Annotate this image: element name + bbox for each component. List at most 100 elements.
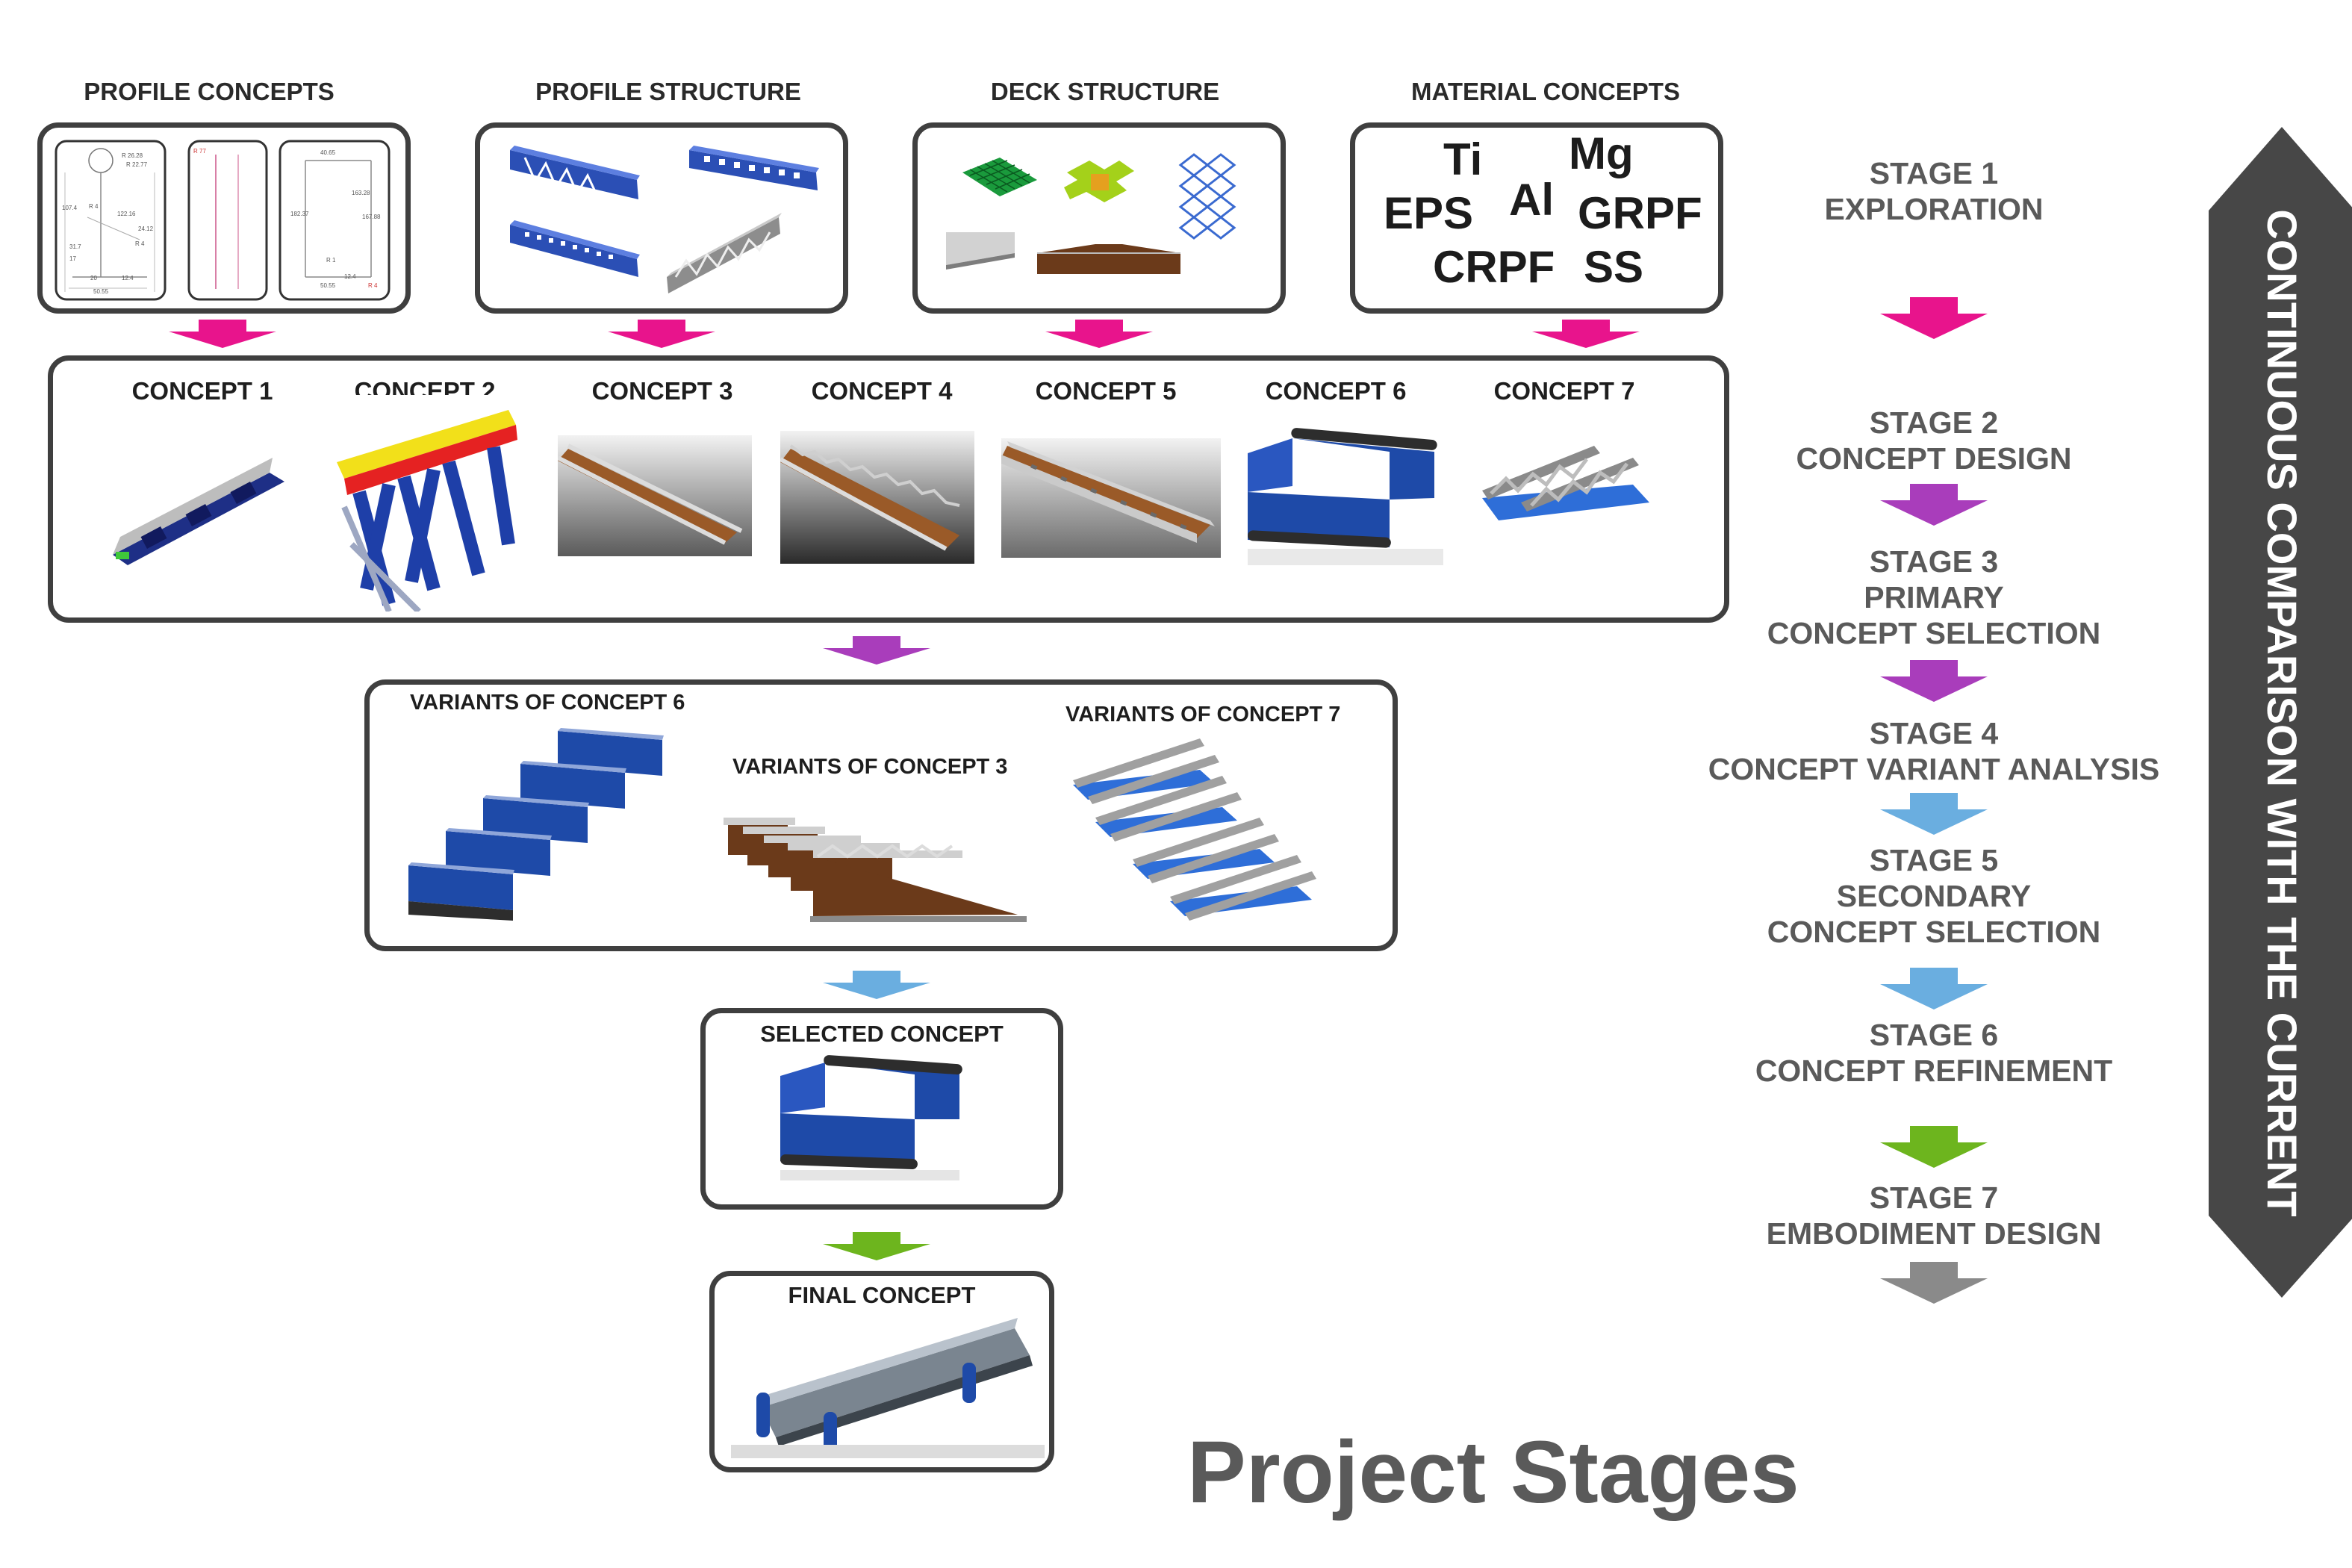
dim-label: R 26.28 [122, 152, 143, 159]
variants-concept-6-render [408, 728, 664, 921]
dim-label: 50.55 [93, 288, 109, 295]
stage-4-number: STAGE 4 [1869, 716, 1999, 750]
concept-label-4: CONCEPT 4 [811, 377, 953, 405]
stage-arrow-green [1880, 1126, 1988, 1168]
material-ss: SS [1584, 242, 1644, 292]
dim-label: 50.55 [320, 282, 336, 289]
dim-label: 17 [69, 255, 76, 262]
material-eps: EPS [1384, 188, 1474, 238]
arrow-down-magenta [1532, 320, 1640, 348]
source-title-deck-structure: DECK STRUCTURE [990, 78, 1220, 105]
profile-structure-renders [510, 146, 819, 293]
material-ti: Ti [1443, 134, 1483, 184]
stage-arrow-magenta [1880, 297, 1988, 339]
dim-label: R 4 [89, 203, 99, 210]
concept-label-6: CONCEPT 6 [1265, 377, 1407, 405]
stage-3-number: STAGE 3 [1869, 544, 1999, 579]
stage-4-title: CONCEPT VARIANT ANALYSIS [1708, 752, 2160, 786]
stage-3-subtitle: CONCEPT SELECTION [1767, 616, 2101, 650]
selected-concept-render [780, 1055, 962, 1180]
continuous-comparison-text: CONTINUOUS COMPARISON WITH THE CURRENT [2259, 209, 2306, 1217]
dim-label: 40.65 [320, 149, 336, 156]
arrow-down-light-blue [823, 971, 930, 999]
stage-6-number: STAGE 6 [1869, 1018, 1999, 1052]
stage-1-number: STAGE 1 [1869, 156, 1999, 190]
arrow-down-magenta [169, 320, 276, 348]
stage-4: STAGE 4 CONCEPT VARIANT ANALYSIS [1643, 715, 2225, 787]
stage-2-number: STAGE 2 [1869, 405, 1999, 440]
material-crpf: CRPF [1433, 242, 1555, 292]
arrow-down-magenta [608, 320, 715, 348]
deck-structure-box [912, 122, 1286, 314]
final-concept-render [731, 1318, 1045, 1458]
dim-label: R 4 [368, 282, 378, 289]
dim-label: R 22.77 [126, 161, 148, 168]
stage-3-title: PRIMARY [1864, 580, 2004, 615]
deck-structure-renders [946, 153, 1236, 274]
variants-box: VARIANTS OF CONCEPT 6 VARIANTS OF CONCEP… [364, 679, 1398, 951]
stage-1: STAGE 1 EXPLORATION [1643, 155, 2225, 227]
dim-label: 122.16 [117, 211, 136, 217]
concept-label-5: CONCEPT 5 [1035, 377, 1177, 405]
variants-concept-3-label: VARIANTS OF CONCEPT 3 [732, 755, 1008, 779]
stage-7: STAGE 7 EMBODIMENT DESIGN [1643, 1180, 2225, 1251]
selected-concept-label: SELECTED CONCEPT [760, 1021, 1004, 1047]
variants-concept-6-label: VARIANTS OF CONCEPT 6 [410, 691, 685, 715]
material-mg: Mg [1569, 128, 1634, 178]
stage-arrow-grey [1880, 1262, 1988, 1304]
concepts-box: CONCEPT 1 CONCEPT 2 CONCEPT 3 CONCEPT 4 … [48, 355, 1729, 623]
continuous-comparison-banner [2209, 127, 2352, 1298]
stage-2: STAGE 2 CONCEPT DESIGN [1643, 405, 2225, 476]
dim-label: R 4 [135, 240, 145, 247]
dim-label: 167.88 [362, 214, 381, 220]
variants-concept-7-label: VARIANTS OF CONCEPT 7 [1065, 703, 1341, 727]
concept-label-1: CONCEPT 1 [131, 377, 273, 405]
stage-arrow-purple [1880, 484, 1988, 526]
selected-concept-box: SELECTED CONCEPT [700, 1008, 1063, 1210]
stage-5-title: SECONDARY [1836, 879, 2032, 913]
concept-3-render [558, 435, 752, 556]
material-grpf: GRPF [1578, 188, 1702, 238]
source-title-profile-structure: PROFILE STRUCTURE [535, 78, 801, 105]
variants-concept-7-render [1073, 738, 1316, 921]
arrow-down-green [823, 1232, 930, 1260]
dim-label: 107.4 [62, 205, 78, 211]
dim-label: 12.4 [122, 275, 134, 281]
concept-1-render [98, 443, 292, 570]
stage-2-title: CONCEPT DESIGN [1796, 441, 2072, 476]
stage-5: STAGE 5 SECONDARY CONCEPT SELECTION [1643, 842, 2225, 950]
material-al: Al [1509, 175, 1554, 225]
stage-arrow-light-blue [1880, 968, 1988, 1009]
profile-concepts-box: R 26.28 R 22.77 R 4 107.4 122.16 24.12 3… [37, 122, 411, 314]
project-stages-title: Project Stages [1187, 1423, 1799, 1522]
final-concept-label: FINAL CONCEPT [788, 1282, 976, 1308]
stage-6-title: CONCEPT REFINEMENT [1755, 1054, 2113, 1088]
stage-3: STAGE 3 PRIMARY CONCEPT SELECTION [1643, 544, 2225, 651]
profile-drawings: R 26.28 R 22.77 R 4 107.4 122.16 24.12 3… [55, 140, 391, 301]
source-title-profile-concepts: PROFILE CONCEPTS [84, 78, 335, 105]
dim-label: 163.28 [352, 190, 370, 196]
dim-label: 31.7 [69, 243, 81, 250]
stage-5-subtitle: CONCEPT SELECTION [1767, 915, 2101, 949]
concept-7-render [1476, 431, 1658, 565]
dim-label: R 1 [326, 257, 336, 264]
arrow-down-magenta [1045, 320, 1153, 348]
dim-label: 182.37 [290, 211, 309, 217]
final-concept-box: FINAL CONCEPT [709, 1271, 1054, 1472]
stage-7-title: EMBODIMENT DESIGN [1766, 1216, 2102, 1251]
concept-2-render [322, 395, 523, 612]
arrow-down-purple [823, 636, 930, 665]
concept-6-render [1248, 423, 1443, 565]
concept-label-7: CONCEPT 7 [1493, 377, 1635, 405]
stage-1-title: EXPLORATION [1824, 192, 2044, 226]
concept-5-render [1001, 438, 1221, 558]
variants-concept-3-render [724, 818, 1027, 922]
stage-6: STAGE 6 CONCEPT REFINEMENT [1643, 1017, 2225, 1089]
dim-label: R 77 [193, 148, 206, 155]
stage-arrow-purple [1880, 660, 1988, 702]
concept-4-render [780, 431, 974, 564]
stage-5-number: STAGE 5 [1869, 843, 1999, 877]
dim-label: 12.4 [344, 273, 356, 280]
material-concepts-box: Ti Mg EPS Al GRPF CRPF SS [1350, 122, 1723, 314]
dim-label: 24.12 [138, 225, 154, 232]
